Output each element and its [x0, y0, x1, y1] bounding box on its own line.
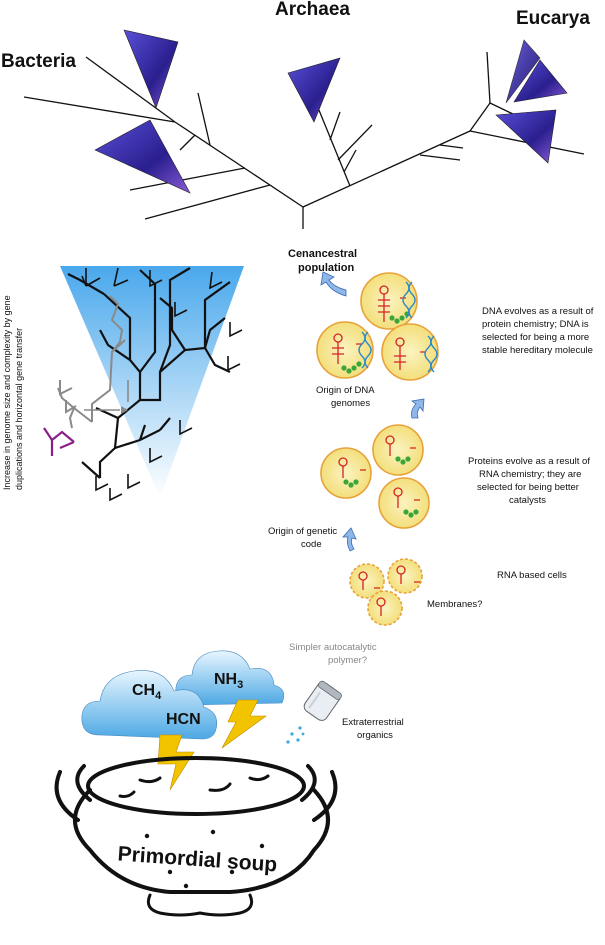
dna-desc-4: stable hereditary molecule	[482, 345, 593, 356]
protein-desc-1: Proteins evolve as a result of	[468, 456, 590, 467]
cloud-left	[81, 670, 218, 740]
purple-lineage	[43, 427, 75, 456]
gene-tree	[67, 267, 231, 479]
pot-dots	[144, 829, 265, 889]
eucarya-label: Eucarya	[516, 8, 590, 29]
protein-cell-2	[320, 447, 372, 499]
side-label-2: duplications and horizontal gene transfe…	[14, 328, 24, 490]
arrow-dna-origin	[411, 398, 425, 419]
lightning-right	[221, 699, 267, 749]
protein-cell-3	[378, 477, 430, 529]
ch4-label: CH	[132, 682, 155, 699]
protein-desc-3: selected for being better	[477, 482, 579, 493]
gene-transfer-branch	[57, 295, 129, 429]
rna-cell-3	[367, 590, 403, 626]
gas-labels: CH4 NH3 HCN	[132, 671, 243, 728]
cenancestral-label-1: Cenancestral	[288, 248, 357, 260]
hcn-label: HCN	[166, 711, 201, 728]
protein-desc-4: catalysts	[509, 495, 546, 506]
dna-cell-3	[381, 323, 439, 381]
autocatalytic-2: polymer?	[328, 655, 367, 666]
svg-text:NH3: NH3	[214, 671, 243, 691]
eucarya-wedge-2	[495, 109, 557, 164]
extraterrestrial-1: Extraterrestrial	[342, 717, 404, 728]
lightning-left	[157, 734, 195, 791]
cells	[316, 272, 439, 626]
autocatalytic-1: Simpler autocatalytic	[289, 642, 377, 653]
salt-shaker-icon	[286, 680, 342, 744]
eucarya-wedge-3	[505, 39, 541, 104]
origin-code-1: Origin of genetic	[268, 526, 337, 537]
eucarya-wedge-1	[513, 59, 568, 103]
rna-cells-label: RNA based cells	[497, 570, 567, 581]
pot-label: Primordial soup	[117, 842, 278, 876]
bacteria-wedge-1	[123, 29, 179, 109]
protein-desc-2: RNA chemistry; they are	[479, 469, 581, 480]
gas-clouds	[81, 650, 285, 740]
nh3-label: NH	[214, 671, 237, 688]
genome-growth-cone	[60, 266, 244, 498]
protein-cell-1	[372, 424, 424, 476]
archaea-label: Archaea	[275, 0, 350, 20]
origin-dna-1: Origin of DNA	[316, 385, 375, 396]
lightning-bolts	[157, 699, 267, 791]
rna-cell-1	[349, 563, 385, 599]
bacteria-wedge-2	[94, 119, 191, 194]
dna-desc-1: DNA evolves as a result of	[482, 306, 594, 317]
progression-arrows	[320, 271, 425, 552]
side-label-1: Increase in genome size and complexity b…	[2, 295, 12, 490]
origin-code-2: code	[301, 539, 322, 550]
arrow-genetic-code	[342, 527, 357, 552]
extraterrestrial-2: organics	[357, 730, 393, 741]
rna-cell-2	[387, 558, 423, 594]
arrow-to-cenancestral	[320, 271, 347, 297]
origin-dna-2: genomes	[331, 398, 370, 409]
cenancestral-label-2: population	[298, 262, 354, 274]
bacteria-label: Bacteria	[1, 51, 76, 72]
cell-molecules	[332, 281, 438, 616]
dna-desc-2: protein chemistry; DNA is	[482, 319, 589, 330]
svg-text:CH4: CH4	[132, 682, 162, 702]
cloud-right	[175, 650, 285, 706]
membranes-label: Membranes?	[427, 599, 482, 610]
stage-labels: DNA evolves as a result of protein chemi…	[268, 306, 594, 741]
dna-cell-1	[360, 272, 418, 330]
primordial-soup-pot	[54, 756, 338, 917]
tree-wedges	[94, 29, 568, 194]
nh3-subscript: 3	[237, 679, 243, 691]
gene-tree-tips	[81, 267, 243, 502]
archaea-wedge	[287, 57, 341, 123]
dna-desc-3: selected for being a more	[482, 332, 589, 343]
ch4-subscript: 4	[155, 690, 162, 702]
